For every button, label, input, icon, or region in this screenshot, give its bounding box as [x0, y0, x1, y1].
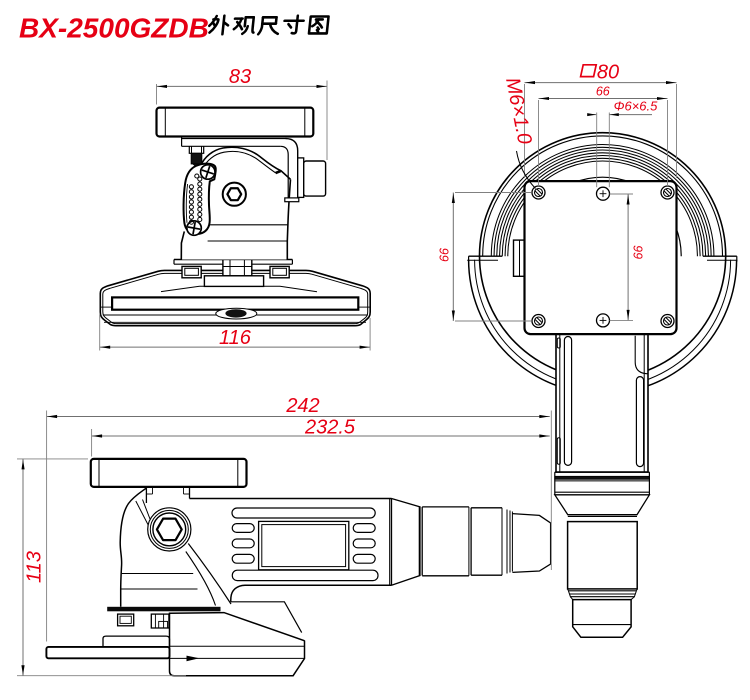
- svg-text:BX-2500GZDB: BX-2500GZDB: [19, 13, 209, 44]
- svg-text:66: 66: [596, 84, 610, 98]
- svg-text:83: 83: [229, 66, 251, 88]
- svg-text:80: 80: [597, 61, 619, 83]
- svg-text:Φ6×6.5: Φ6×6.5: [614, 98, 659, 113]
- svg-text:242: 242: [285, 395, 319, 417]
- svg-text:66: 66: [632, 246, 646, 260]
- svg-text:66: 66: [438, 248, 452, 262]
- svg-text:232.5: 232.5: [304, 417, 356, 439]
- svg-text:116: 116: [219, 327, 252, 349]
- svg-text:113: 113: [24, 551, 46, 583]
